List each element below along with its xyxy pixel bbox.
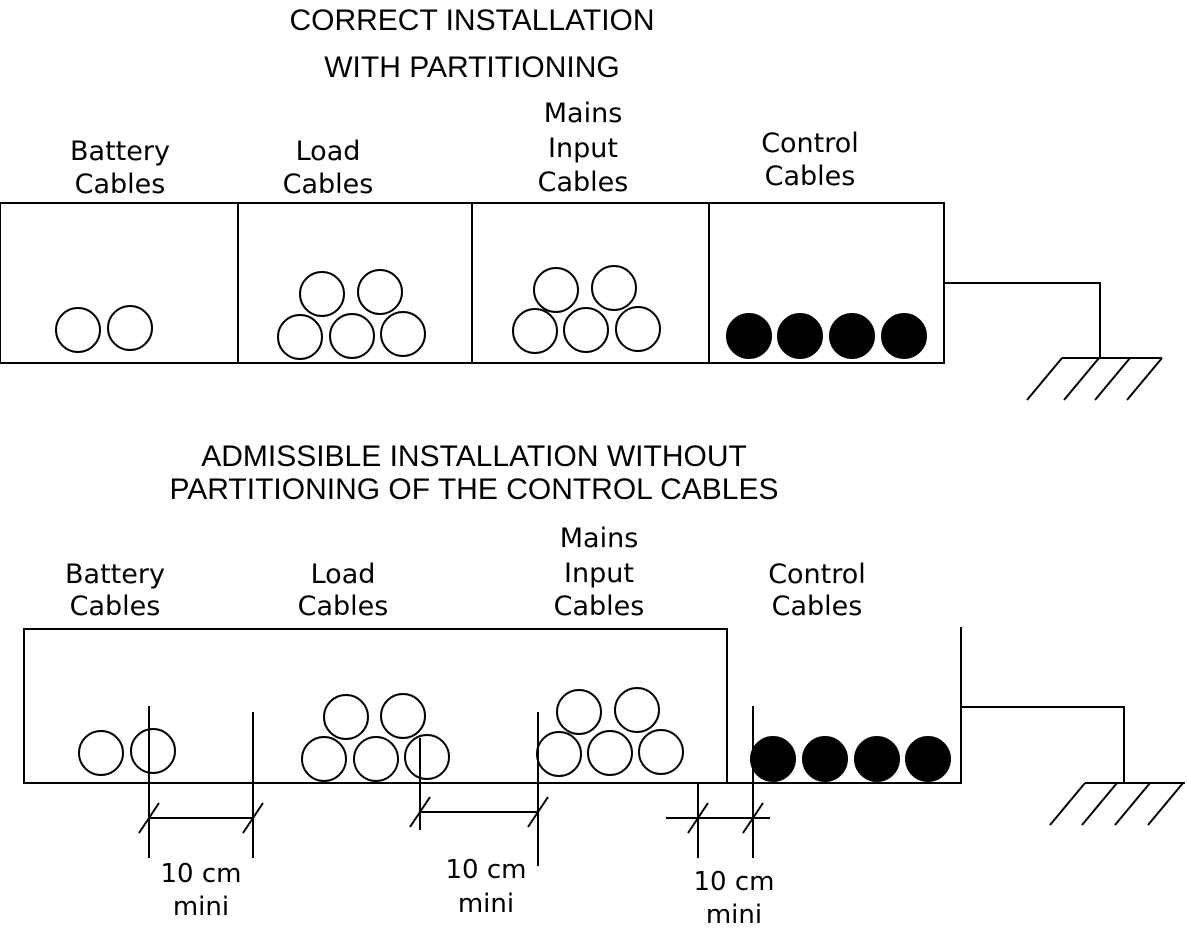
- dimension-2-unit: mini: [458, 889, 514, 919]
- top-load-cable: [329, 313, 375, 359]
- bottom-mains-cable: [638, 729, 684, 775]
- bottom-load-label-1: Load: [311, 559, 376, 590]
- dimension-3-unit: mini: [706, 900, 762, 930]
- top-load-label-1: Load: [296, 136, 361, 167]
- bottom-mains-label-1: Mains: [560, 523, 639, 554]
- top-title-line-1: CORRECT INSTALLATION: [289, 4, 654, 37]
- bottom-load-cable: [301, 736, 347, 782]
- bottom-section: ADMISSIBLE INSTALLATION WITHOUT PARTITIO…: [23, 440, 1185, 930]
- bottom-title-line-1: ADMISSIBLE INSTALLATION WITHOUT: [201, 440, 747, 473]
- bottom-mains-cable: [556, 689, 602, 735]
- bottom-load-cable: [380, 693, 426, 739]
- top-mains-label-1: Mains: [544, 98, 623, 129]
- bottom-battery-label-1: Battery: [65, 559, 165, 590]
- bottom-mains-cable: [536, 731, 582, 777]
- dimension-2-value: 10 cm: [446, 855, 527, 885]
- top-mains-cable: [533, 267, 579, 313]
- top-battery-label-1: Battery: [70, 136, 170, 167]
- top-ground-symbol: [1026, 357, 1163, 401]
- bottom-mains-label-3: Cables: [554, 591, 645, 622]
- bottom-mains-label-2: Input: [564, 558, 634, 589]
- top-control-label-1: Control: [761, 128, 859, 159]
- top-control-cable: [829, 313, 875, 359]
- bottom-load-label-2: Cables: [298, 591, 389, 622]
- bottom-title-line-2: PARTITIONING OF THE CONTROL CABLES: [170, 473, 779, 506]
- top-mains-cable: [563, 307, 609, 353]
- bottom-control-label-1: Control: [768, 559, 866, 590]
- bottom-ground-symbol: [1049, 782, 1185, 826]
- dimension-battery-load: [138, 706, 264, 858]
- bottom-control-cable: [802, 736, 848, 782]
- top-mains-label-2: Input: [548, 133, 618, 164]
- top-control-label-2: Cables: [765, 161, 856, 192]
- top-load-cable: [299, 271, 345, 317]
- dimension-3-value: 10 cm: [694, 867, 775, 897]
- top-control-cable: [777, 313, 823, 359]
- top-battery-cable: [107, 305, 153, 351]
- bottom-control-cable-tray: [727, 627, 962, 784]
- bottom-control-label-2: Cables: [772, 591, 863, 622]
- top-load-label-2: Cables: [283, 169, 374, 200]
- top-ground-wire: [944, 282, 1101, 358]
- bottom-mains-cable: [614, 687, 660, 733]
- top-control-cable: [881, 313, 927, 359]
- top-load-cable: [380, 311, 426, 357]
- top-mains-cable: [591, 265, 637, 311]
- bottom-battery-cable: [78, 730, 124, 776]
- bottom-mains-cable: [587, 730, 633, 776]
- bottom-control-cable: [905, 736, 951, 782]
- top-control-cable: [726, 313, 772, 359]
- bottom-load-cable: [353, 736, 399, 782]
- dimension-1-unit: mini: [173, 892, 229, 922]
- dimension-load-mains: [409, 712, 549, 866]
- bottom-load-cable: [323, 694, 369, 740]
- top-mains-label-3: Cables: [538, 167, 629, 198]
- bottom-ground-wire: [961, 706, 1125, 783]
- dimension-1-value: 10 cm: [161, 859, 242, 889]
- bottom-battery-label-2: Cables: [70, 591, 161, 622]
- dimension-mains-control: [666, 706, 770, 858]
- bottom-control-cable: [750, 736, 796, 782]
- bottom-power-cable-tray: [23, 628, 728, 784]
- bottom-battery-cable: [130, 728, 176, 774]
- bottom-control-cable: [854, 736, 900, 782]
- top-load-cable: [357, 269, 403, 315]
- top-mains-cable: [512, 308, 558, 354]
- top-section: CORRECT INSTALLATION WITH PARTITIONING B…: [0, 4, 1163, 401]
- top-title-line-2: WITH PARTITIONING: [324, 51, 620, 84]
- top-battery-label-2: Cables: [75, 169, 166, 200]
- top-battery-cable: [55, 307, 101, 353]
- bottom-load-cable: [404, 734, 450, 780]
- top-mains-cable: [615, 306, 661, 352]
- top-load-cable: [277, 314, 323, 360]
